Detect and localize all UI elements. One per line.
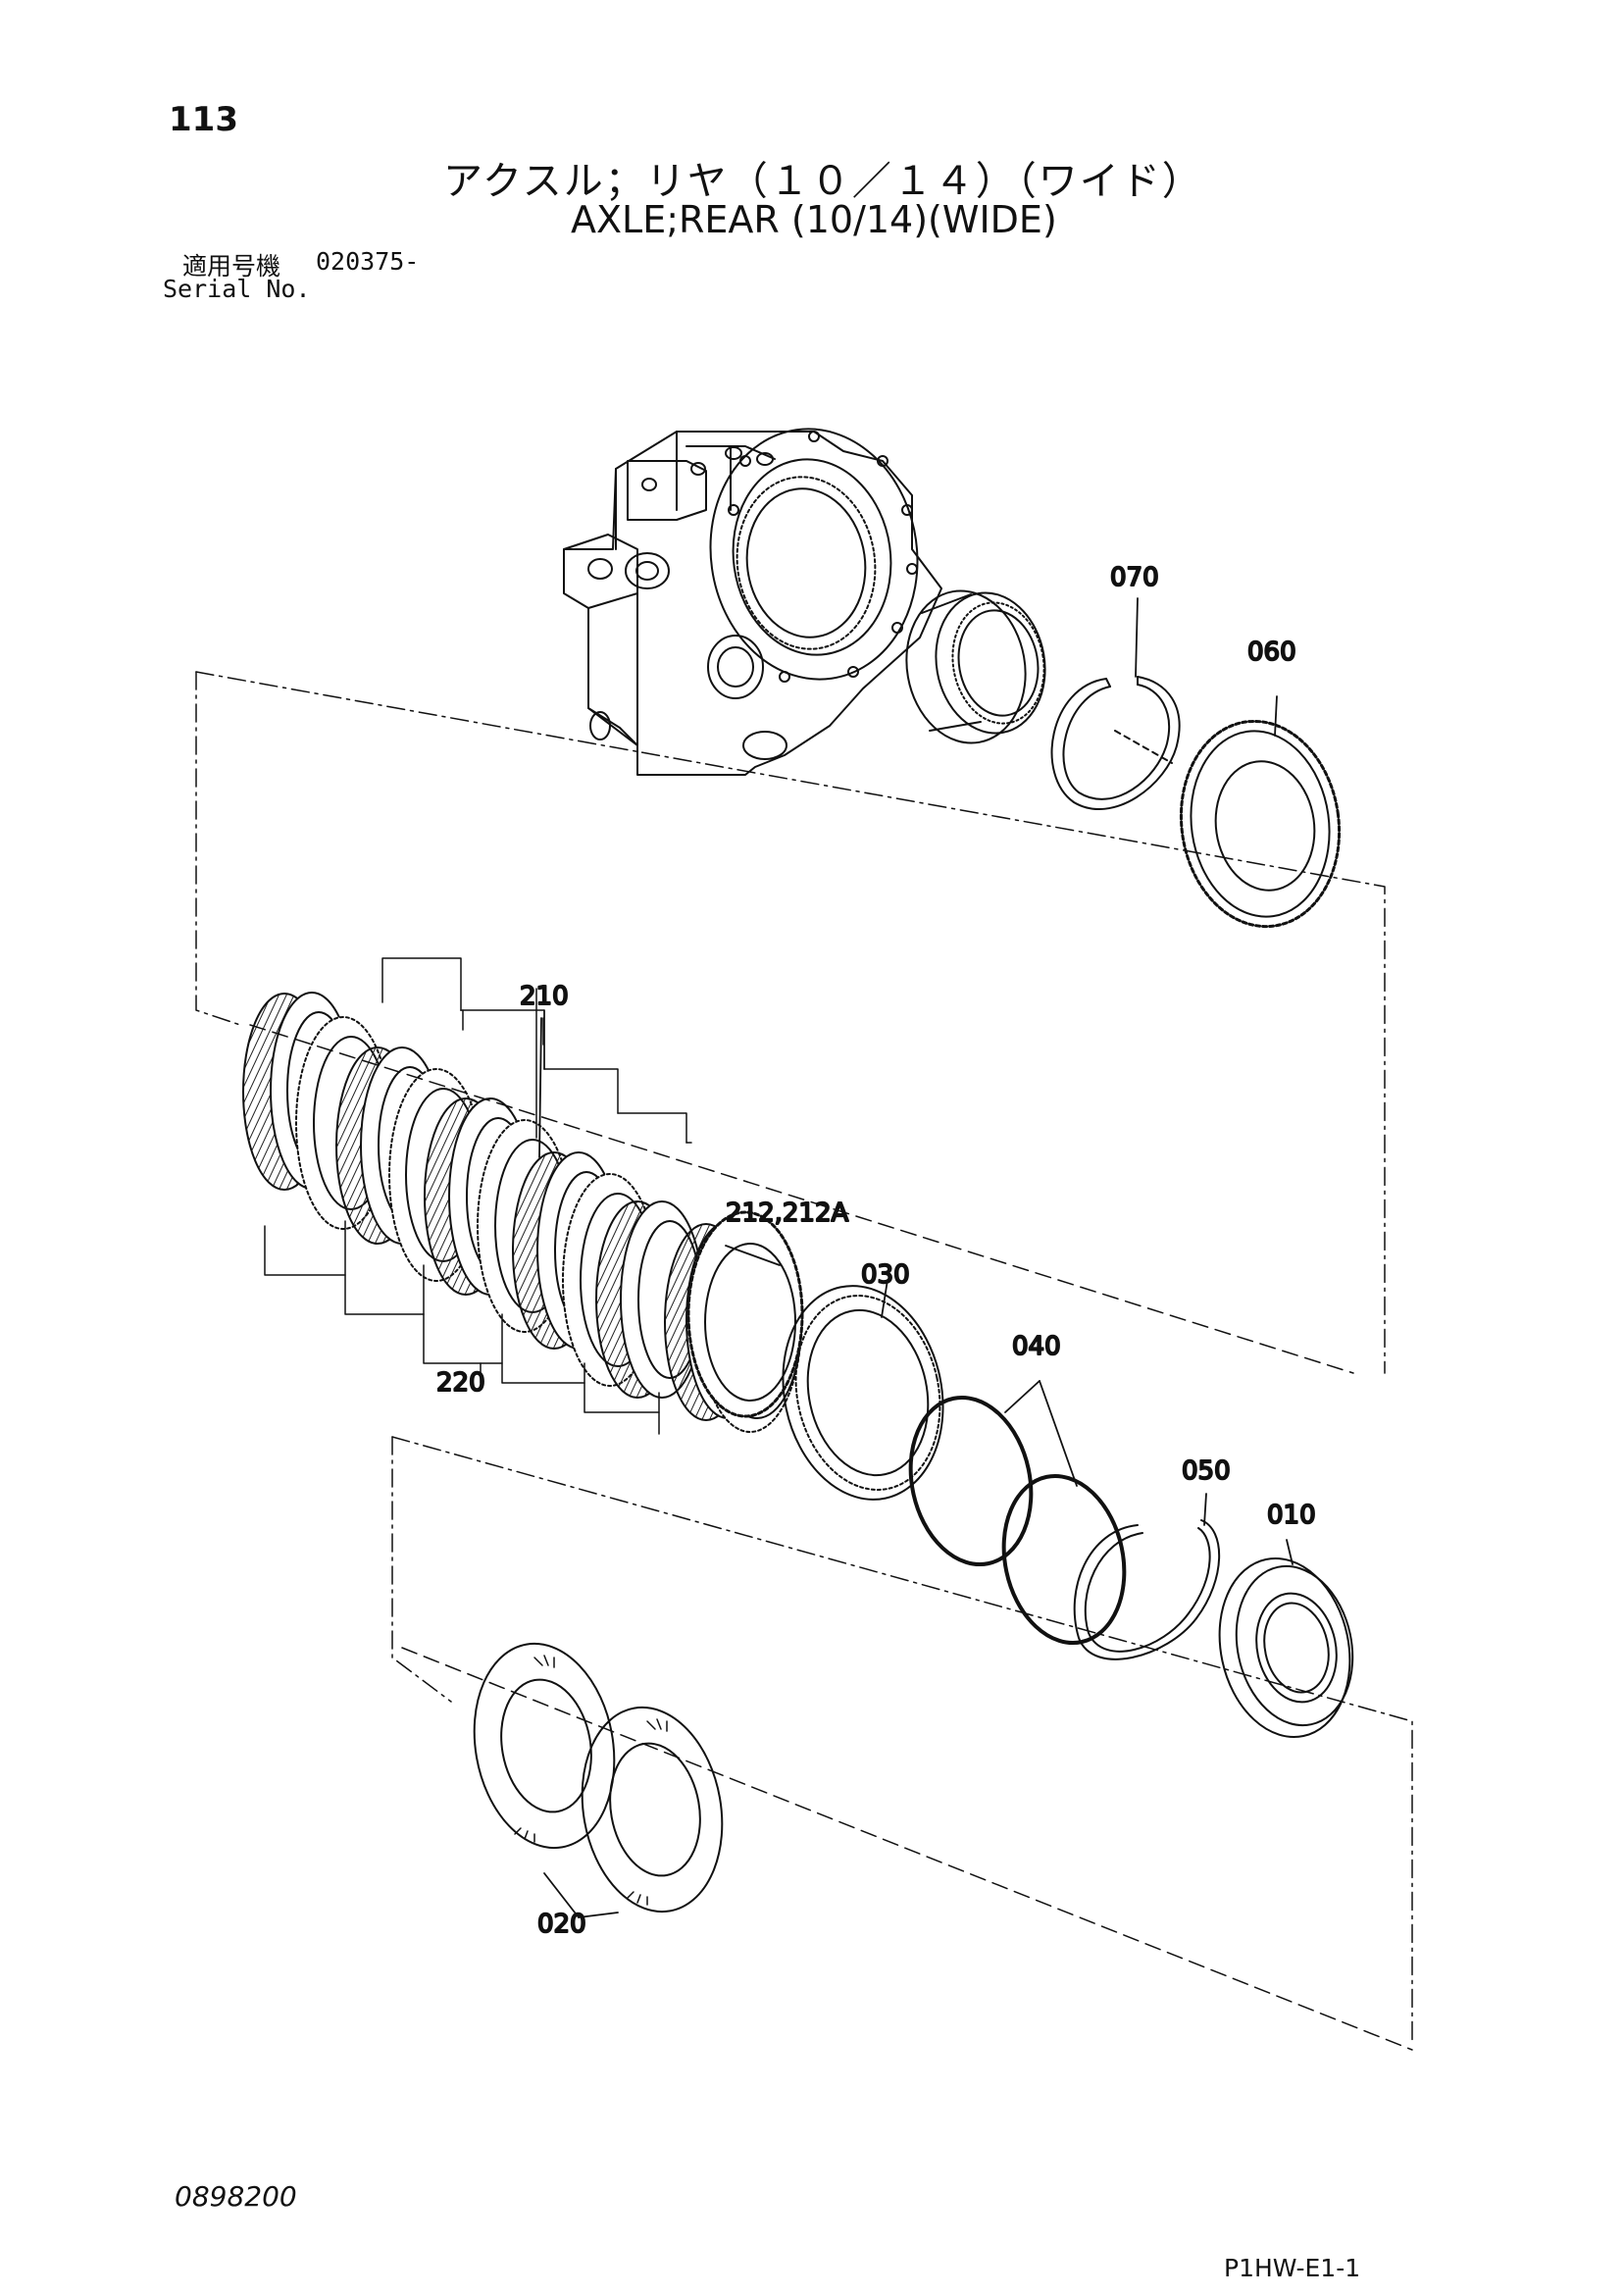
serial-label-japanese: 適用号機 [182,252,281,281]
axle-housing-drawing [563,428,942,776]
toothed-disc-212-drawing [686,1210,804,1418]
bracket-lines-220 [264,1220,660,1435]
ring-gear-drawing [905,589,1046,744]
callout-070: 070 [1110,563,1159,592]
callout-050: 050 [1182,1456,1231,1486]
toothed-plate-060-drawing [1179,719,1342,929]
callout-020: 020 [537,1910,586,1939]
page-number: 113 [169,100,238,139]
bracket-lines-210 [381,957,692,1144]
sheet-code: P1HW-E1-1 [1224,2254,1361,2282]
seal-030-drawing [782,1285,944,1501]
serial-label-english: Serial No. [163,275,311,303]
o-rings-040-drawing [908,1395,1127,1646]
title-english: AXLE;REAR (10/14)(WIDE) [571,198,1057,241]
callout-210: 210 [520,982,569,1011]
serial-number-value: 020375- [316,247,420,276]
callout-060: 060 [1247,638,1296,667]
snap-ring-050-drawing [1073,1519,1221,1660]
callout-030: 030 [861,1260,910,1290]
title-japanese: アクスル；リヤ（１０／１４）（ワイド） [443,159,1203,204]
document-number: 0898200 [175,2180,297,2213]
washers-020-drawing [473,1642,724,1913]
callout-220: 220 [436,1368,485,1398]
callout-010: 010 [1267,1501,1316,1530]
callout-212: 212,212A [726,1199,849,1228]
leader-lines [538,597,1294,1918]
assembly-guide-lines [195,671,1413,2051]
lock-nut-010-drawing [1218,1557,1354,1738]
snap-ring-070-drawing [1050,676,1181,810]
callout-040: 040 [1012,1332,1061,1361]
